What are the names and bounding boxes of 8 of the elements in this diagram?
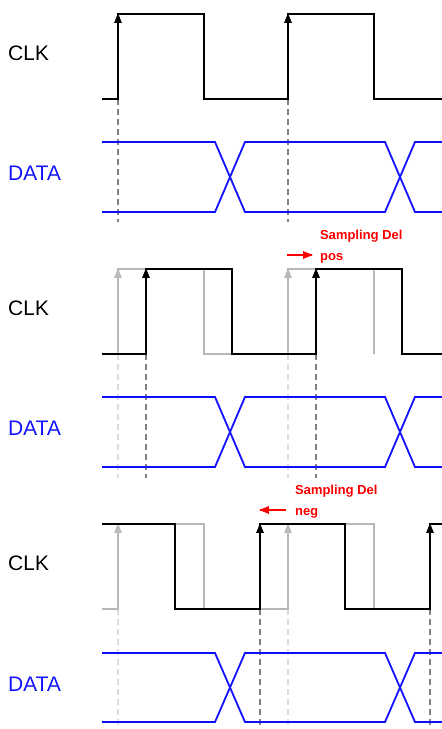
signal-name: CLK bbox=[8, 552, 49, 576]
signal-name: DATA bbox=[8, 673, 61, 697]
annotation-text: Sampling Del pos bbox=[320, 226, 404, 265]
signal-name: CLK bbox=[8, 42, 49, 66]
signal-name: DATA bbox=[8, 417, 61, 441]
signal-name: CLK bbox=[8, 297, 49, 321]
signal-name: DATA bbox=[8, 162, 61, 186]
annotation-text: Sampling Del neg bbox=[295, 481, 378, 520]
